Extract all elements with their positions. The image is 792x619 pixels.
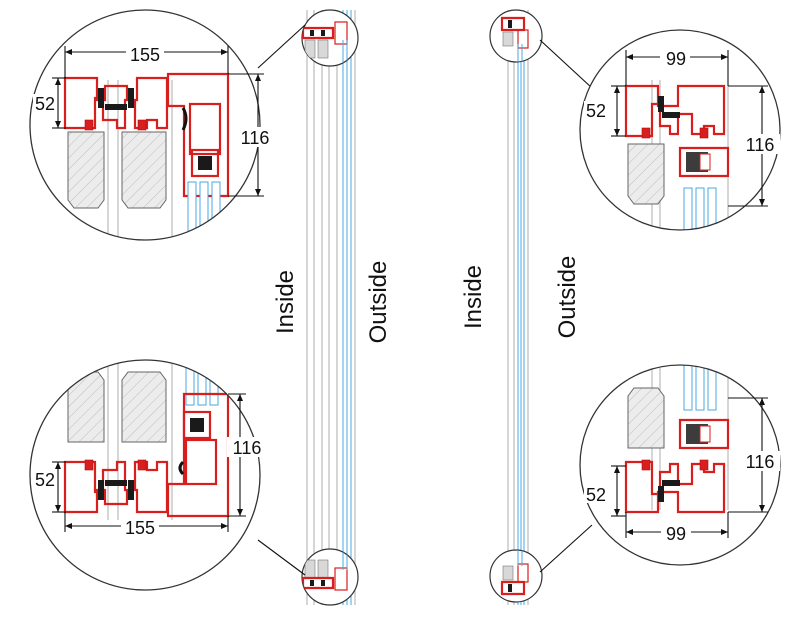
- detail-marker-bottom-left: [301, 548, 359, 606]
- dim-bottom-left-height-large: 116: [233, 438, 262, 458]
- dim-top-right-height-small: 52: [586, 101, 606, 121]
- label-inside-right: Inside: [460, 265, 487, 329]
- detail-marker-top-left: [301, 9, 359, 67]
- dim-top-left-height-large: 116: [241, 128, 270, 148]
- dim-bottom-left-height-small: 52: [35, 470, 55, 490]
- detail-bottom-left: 155 52 116: [29, 359, 267, 591]
- detail-top-right: 99 52 116: [579, 29, 781, 231]
- detail-marker-top-right: [489, 9, 543, 63]
- dim-top-left-height-small: 52: [35, 94, 55, 114]
- left-elevation: [306, 10, 356, 605]
- label-outside-right: Outside: [554, 256, 581, 339]
- dim-bottom-left-width: 155: [125, 518, 155, 538]
- dim-top-right-width: 99: [666, 49, 686, 69]
- dim-top-left-width: 155: [130, 45, 160, 65]
- dim-bottom-right-width: 99: [666, 524, 686, 544]
- detail-top-left: 155 52 116: [29, 9, 274, 241]
- label-outside-left: Outside: [365, 261, 392, 344]
- right-elevation: [507, 10, 529, 605]
- detail-marker-bottom-right: [489, 549, 543, 603]
- dim-bottom-right-height-large: 116: [746, 452, 775, 472]
- dim-bottom-right-height-small: 52: [586, 485, 606, 505]
- label-inside-left: Inside: [272, 270, 299, 334]
- detail-bottom-right: 99 52 116: [579, 364, 781, 566]
- dim-top-right-height-large: 116: [746, 135, 775, 155]
